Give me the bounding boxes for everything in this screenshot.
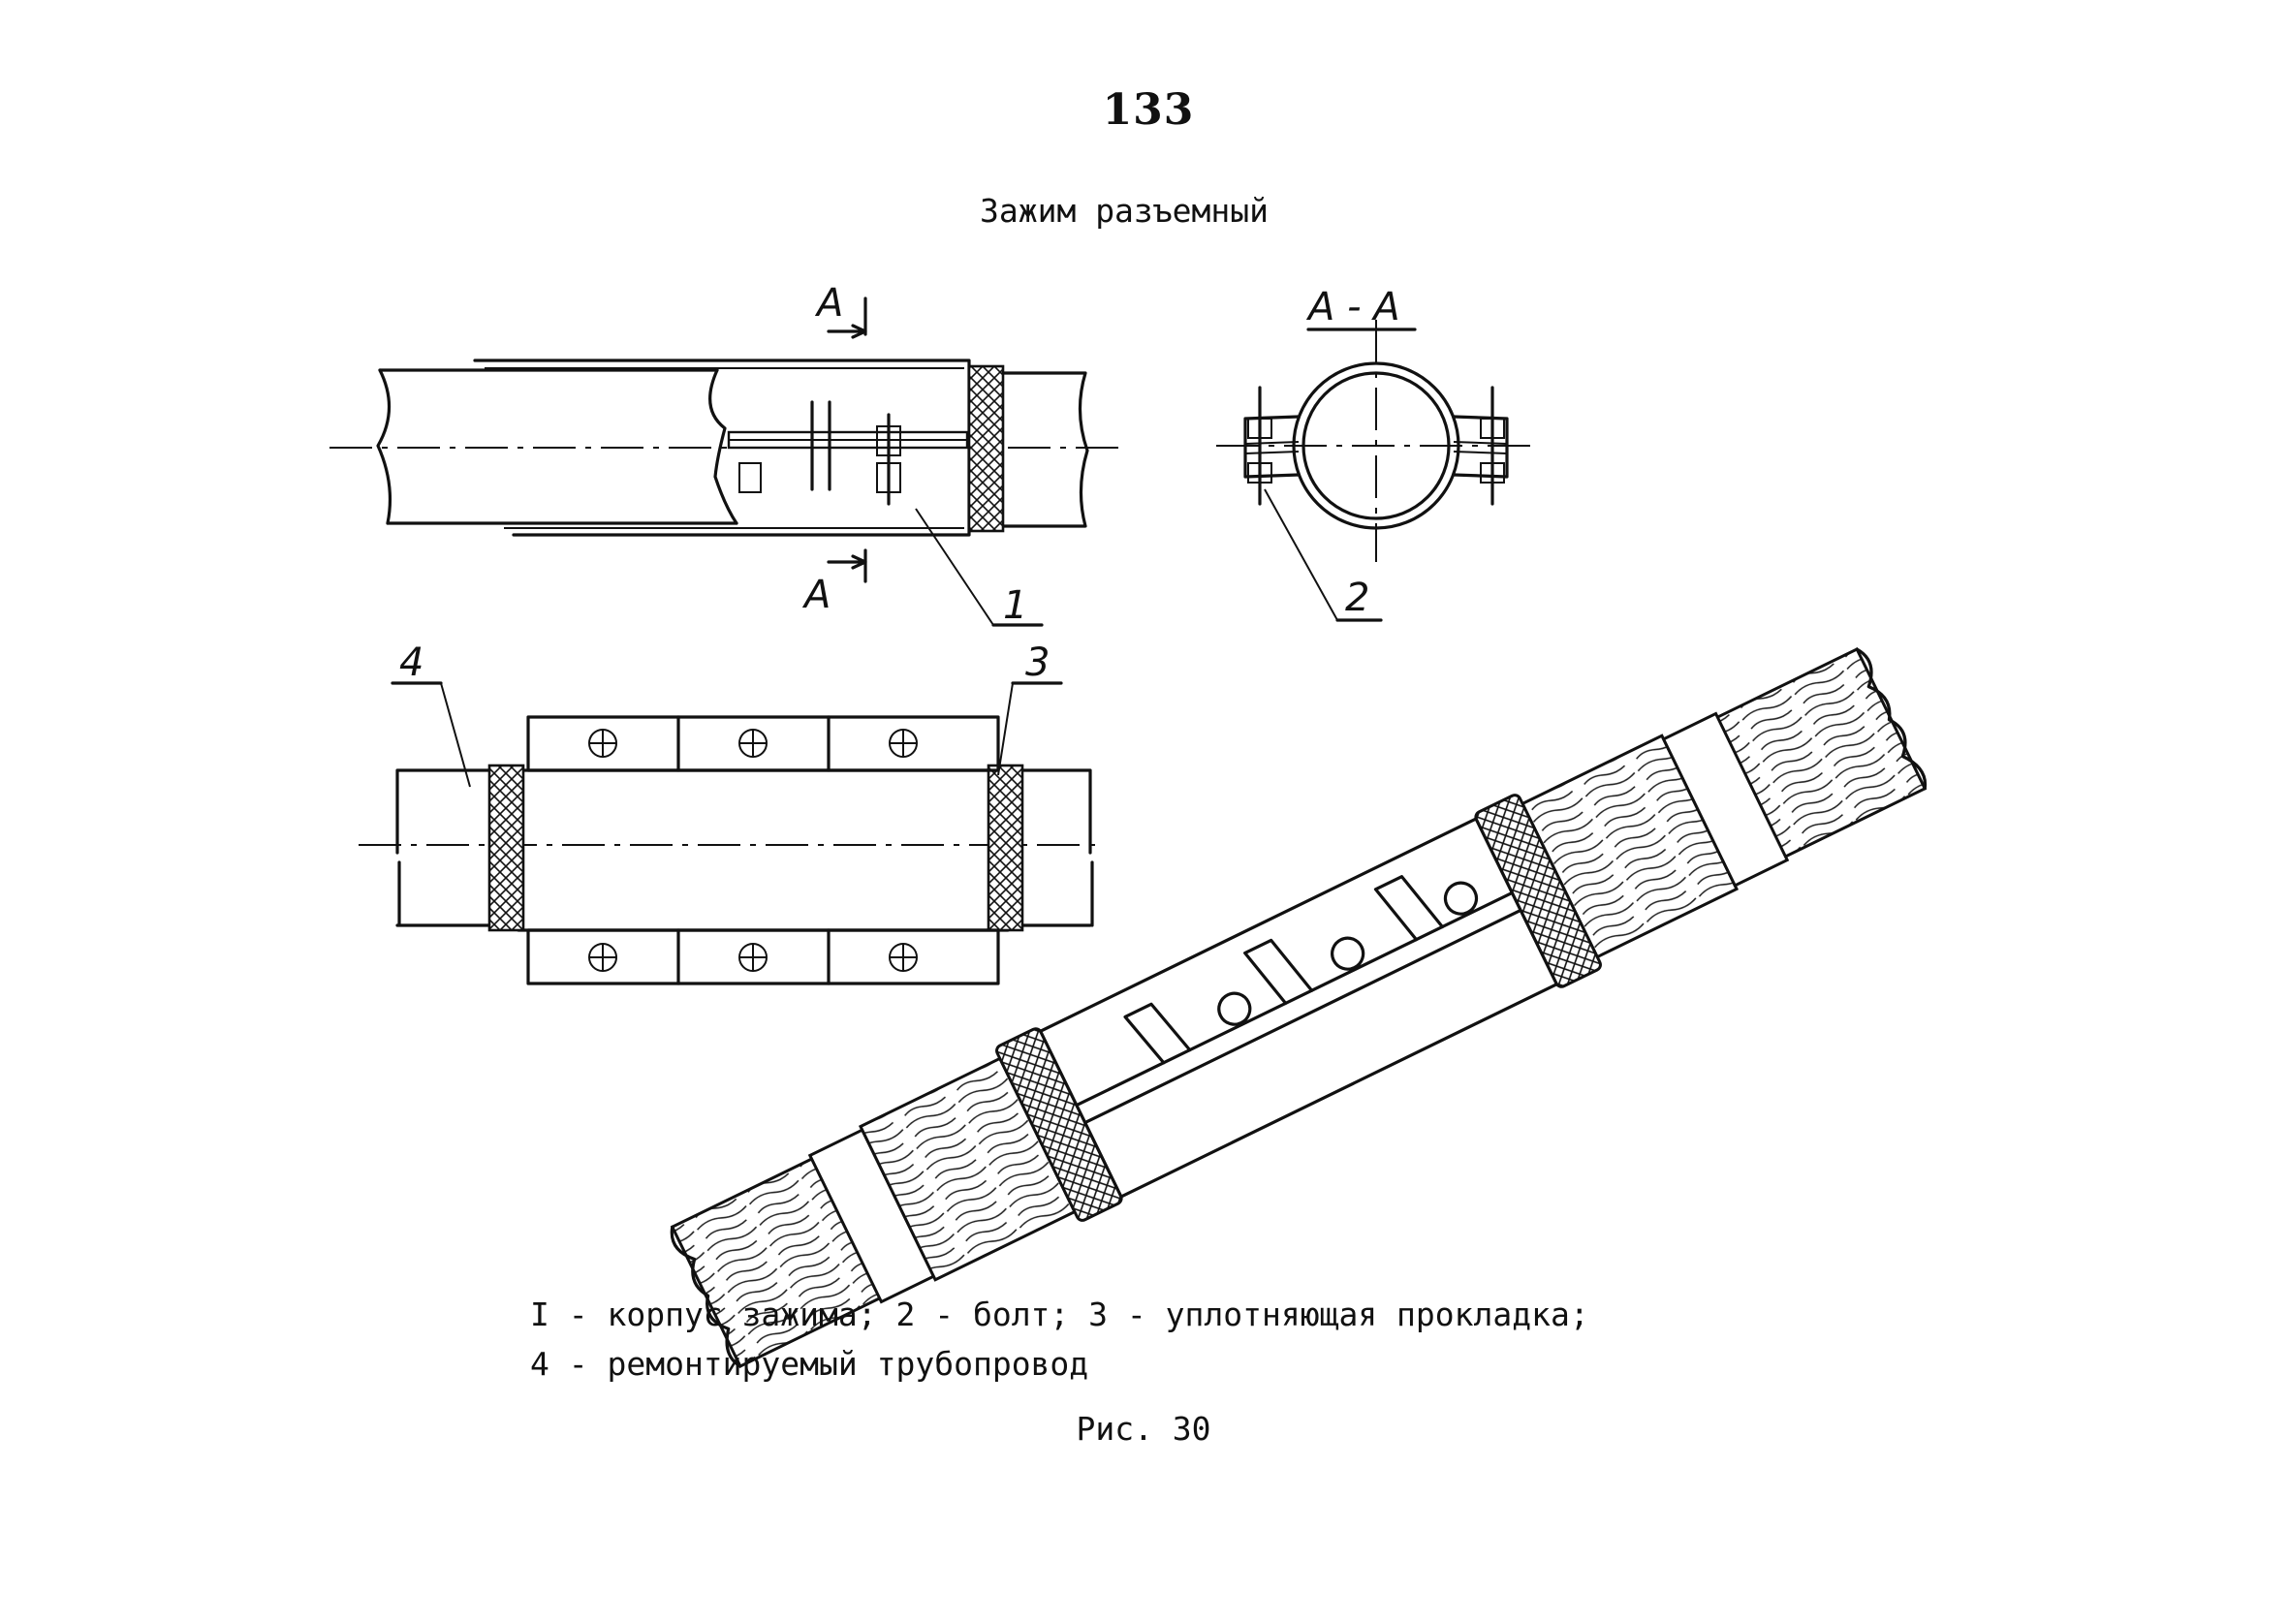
plan-view: 4 3: [359, 640, 1105, 985]
section-mark-bottom: А: [801, 573, 831, 617]
caption-legend-line-1: I - корпус зажима; 2 - болт; 3 - уплотня…: [530, 1296, 1589, 1333]
page-number: 133: [1102, 85, 1195, 135]
section-view: А - А 2: [1216, 285, 1531, 622]
figure-label: Рис. 30: [1076, 1410, 1211, 1448]
perspective-view: [670, 646, 1928, 1369]
caption-legend-line-2: 4 - ремонтируемый трубопровод: [530, 1345, 1089, 1383]
callout-4: 4: [399, 640, 423, 685]
callout-1: 1: [1003, 583, 1027, 628]
callout-3: 3: [1025, 640, 1050, 685]
page-title: Зажим разъемный: [979, 192, 1269, 230]
section-title: А - А: [1305, 285, 1400, 329]
callout-2: 2: [1345, 576, 1369, 620]
section-mark-top: А: [814, 281, 843, 326]
side-view: А А 1: [329, 281, 1124, 628]
